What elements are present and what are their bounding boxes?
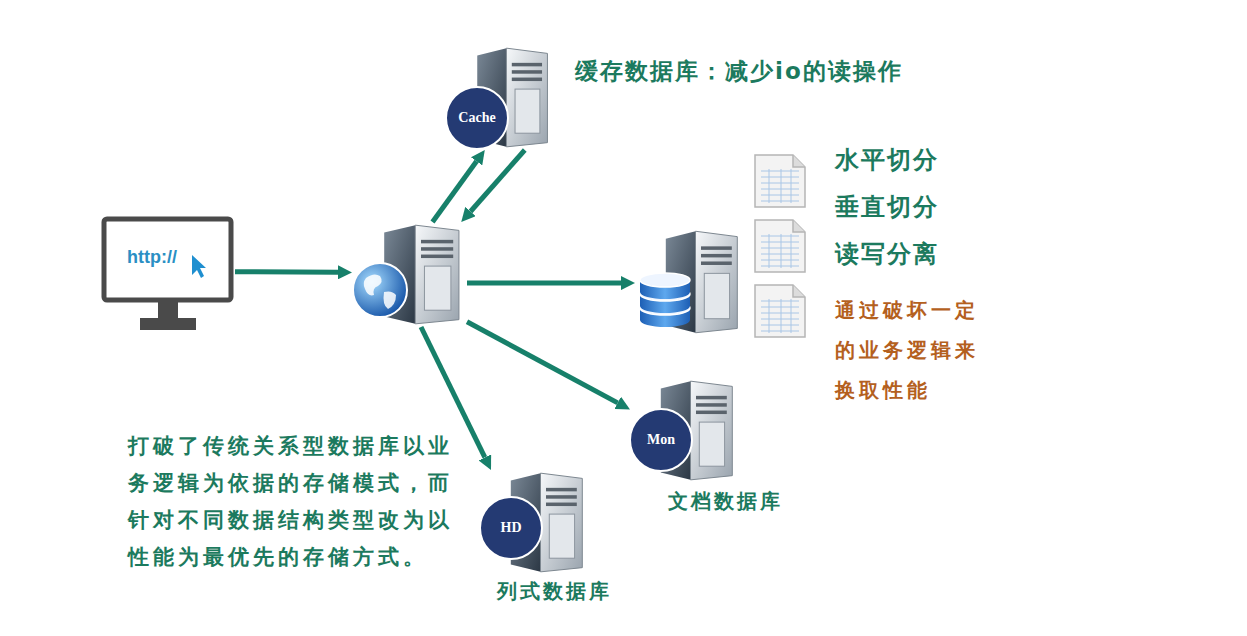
list-item: 水平切分 bbox=[835, 145, 939, 176]
document-icon bbox=[755, 285, 805, 337]
drive-slot bbox=[701, 246, 732, 250]
arrow-connector bbox=[433, 161, 477, 222]
arrow-connector bbox=[467, 280, 621, 285]
drive-slot bbox=[701, 261, 732, 265]
cache-server: Cache缓存数据库：减少io的读操作 bbox=[447, 45, 555, 150]
server-front bbox=[506, 48, 547, 147]
server-front bbox=[696, 231, 738, 333]
list-item: 读写分离 bbox=[835, 239, 939, 270]
list-item: 垂直切分 bbox=[835, 192, 939, 223]
monitor-shape bbox=[100, 215, 235, 333]
drive-slot bbox=[696, 403, 727, 407]
server-front bbox=[541, 473, 583, 572]
monitor-screen bbox=[104, 219, 231, 300]
server-front bbox=[415, 225, 459, 324]
drive-slot bbox=[546, 503, 577, 507]
server-shape bbox=[480, 470, 590, 575]
server-shape bbox=[447, 45, 555, 150]
server-shape bbox=[630, 378, 740, 483]
db-disk-top bbox=[640, 273, 690, 287]
document-db-server: Mon文档数据库 bbox=[630, 378, 740, 483]
server-panel bbox=[424, 266, 450, 310]
drive-slot bbox=[512, 70, 542, 74]
drive-slot bbox=[421, 247, 453, 251]
server-caption: 文档数据库 bbox=[668, 488, 783, 514]
server-panel bbox=[549, 514, 574, 558]
monitor-neck bbox=[158, 302, 178, 319]
badge-label: Cache bbox=[446, 108, 508, 128]
globe-icon bbox=[353, 263, 407, 317]
server-shape bbox=[352, 222, 467, 327]
server-shape bbox=[635, 228, 745, 336]
server-caption: 列式数据库 bbox=[497, 578, 612, 604]
server-caption: 缓存数据库：减少io的读操作 bbox=[575, 57, 903, 87]
drive-slot bbox=[696, 411, 727, 415]
server-panel bbox=[515, 89, 540, 133]
server-panel bbox=[704, 273, 729, 318]
monitor-base bbox=[140, 318, 196, 330]
drive-slot bbox=[546, 495, 577, 499]
relational-db-server bbox=[635, 228, 745, 336]
annotation-paragraph: 打破了传统关系型数据库以业务逻辑为依据的存储模式，而针对不同数据结构类型改为以性… bbox=[128, 428, 463, 576]
server-panel bbox=[699, 422, 724, 466]
document-icon bbox=[755, 220, 805, 272]
badge-label: HD bbox=[480, 518, 542, 538]
arrow-connector bbox=[471, 150, 525, 212]
badge-circle bbox=[446, 87, 508, 149]
drive-slot bbox=[421, 240, 453, 244]
column-db-server: HD列式数据库 bbox=[480, 470, 590, 575]
arrow-connector bbox=[235, 269, 338, 275]
badge-circle bbox=[630, 409, 692, 471]
document-icon bbox=[755, 155, 805, 207]
arrow-connector bbox=[467, 322, 618, 403]
badge-label: Mon bbox=[630, 430, 692, 450]
browser-monitor: http:// bbox=[100, 215, 235, 333]
drive-slot bbox=[512, 63, 542, 67]
url-text: http:// bbox=[127, 247, 177, 268]
mouse-cursor bbox=[192, 255, 206, 278]
badge-circle bbox=[480, 497, 542, 559]
drive-slot bbox=[421, 255, 453, 258]
globe-land bbox=[364, 274, 396, 309]
web-server bbox=[352, 222, 467, 327]
drive-slot bbox=[701, 254, 732, 258]
drive-slot bbox=[696, 396, 727, 400]
note-text: 通过破坏一定的业务逻辑来换取性能 bbox=[835, 290, 990, 410]
drive-slot bbox=[546, 488, 577, 492]
drive-slot bbox=[512, 78, 542, 82]
server-front bbox=[691, 381, 733, 480]
